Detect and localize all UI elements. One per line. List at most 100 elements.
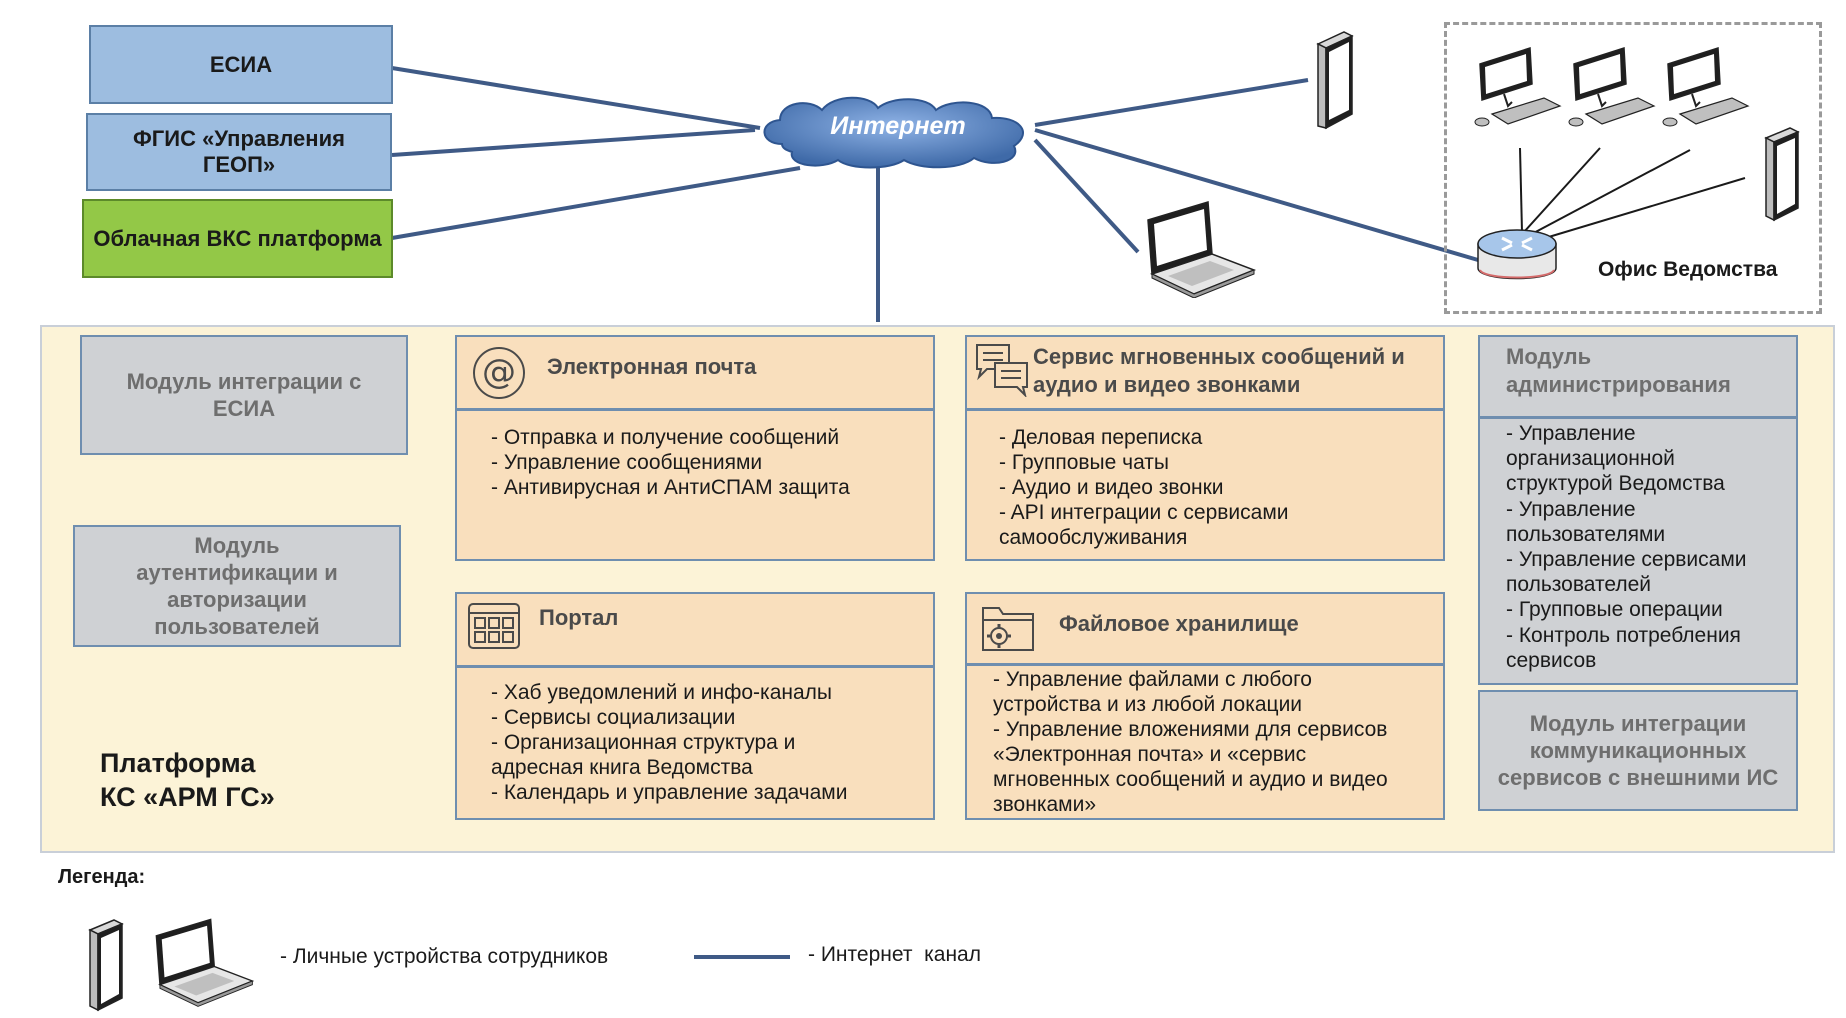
module-esia-label: Модуль интеграции с ЕСИА: [126, 369, 362, 421]
messenger-item: - Аудио и видео звонки: [999, 476, 1224, 499]
cloud-vks-box: Облачная ВКС платформа: [82, 199, 393, 278]
storage-title: Файловое хранилище: [1059, 611, 1299, 636]
svg-text:@: @: [482, 352, 516, 392]
module-auth: Модуль аутентификации и авторизации поль…: [73, 525, 401, 647]
admin-item: сервисов: [1506, 648, 1597, 672]
cloud-vks-label: Облачная ВКС платформа: [93, 225, 382, 251]
portal-items: - Хаб уведомлений и инфо-каналы - Сервис…: [491, 680, 847, 805]
messenger-header: Сервис мгновенных сообщений и аудио и ви…: [967, 337, 1443, 411]
computer-icon-2: [1568, 46, 1656, 127]
esia-box: ЕСИА: [89, 25, 393, 104]
module-admin: Модуль администрирования - Управление ор…: [1478, 335, 1798, 685]
admin-item: структурой Ведомства: [1506, 472, 1725, 496]
office-tablet-icon: [1764, 127, 1800, 222]
storage-header: Файловое хранилище: [967, 594, 1443, 666]
email-title: Электронная почта: [547, 354, 757, 379]
storage-item: устройства и из любой локации: [993, 693, 1303, 716]
legend-internet-text: - Интернет канал: [808, 943, 981, 966]
platform-label-line2: КС «АРМ ГС»: [100, 782, 275, 812]
line-fgis: [391, 128, 756, 157]
line-laptop: [1033, 138, 1140, 254]
messenger-title: Сервис мгновенных сообщений и аудио и ви…: [1033, 343, 1405, 399]
computer-icon-1: [1474, 46, 1562, 127]
platform-label-line1: Платформа: [100, 748, 256, 778]
internet-cloud-icon: [763, 96, 1024, 169]
portal-title: Портал: [539, 605, 619, 630]
platform-label: Платформа КС «АРМ ГС»: [100, 746, 275, 814]
line-tablet: [1034, 78, 1309, 127]
admin-item: организационной: [1506, 447, 1675, 471]
storage-item: мгновенных сообщений и аудио и видео: [993, 768, 1388, 791]
admin-item: - Управление сервисами: [1506, 548, 1747, 572]
email-header: @ Электронная почта: [457, 337, 933, 411]
portal-header: Портал: [457, 594, 933, 668]
storage-item: - Управление файлами с любого: [993, 668, 1312, 691]
messenger-item: - API интеграции с сервисами: [999, 501, 1289, 524]
admin-title-line2: администрирования: [1506, 372, 1731, 397]
office-link-pc3: [1527, 149, 1691, 237]
service-email: @ Электронная почта - Отправка и получен…: [455, 335, 935, 561]
admin-title: Модуль администрирования: [1506, 343, 1731, 399]
messenger-items: - Деловая переписка - Групповые чаты - А…: [999, 425, 1289, 550]
computer-icon-3: [1662, 46, 1750, 127]
folder-gear-icon: [982, 607, 1034, 651]
office-computers: [1474, 46, 1750, 127]
messenger-title-line2: аудио и видео звонками: [1033, 372, 1301, 397]
storage-item: звонками»: [993, 793, 1097, 816]
portal-item: - Хаб уведомлений и инфо-каналы: [491, 681, 833, 704]
office-link-pc2: [1523, 147, 1601, 233]
line-office: [1034, 128, 1479, 262]
module-comm: Модуль интеграции коммуникационных серви…: [1478, 690, 1798, 811]
service-messenger: Сервис мгновенных сообщений и аудио и ви…: [965, 335, 1445, 561]
router-icon: [1477, 229, 1557, 280]
office-region: [1444, 22, 1822, 314]
admin-title-line1: Модуль: [1506, 344, 1592, 369]
legend-title: Легенда:: [58, 866, 146, 888]
admin-item: - Групповые операции: [1506, 598, 1723, 622]
admin-item: пользователей: [1506, 573, 1652, 597]
admin-item: - Управление: [1506, 497, 1636, 521]
storage-item: «Электронная почта» и «сервис: [993, 743, 1307, 766]
storage-items: - Управление файлами с любого устройства…: [993, 667, 1388, 817]
admin-item: - Управление: [1506, 422, 1636, 445]
line-vks: [391, 166, 801, 240]
messenger-item: - Деловая переписка: [999, 426, 1203, 449]
legend-tablet-icon: [88, 919, 124, 1012]
portal-item: - Организационная структура и: [491, 731, 796, 754]
admin-item: пользователями: [1506, 522, 1666, 546]
portal-item: - Календарь и управление задачами: [491, 781, 848, 804]
module-auth-label: Модуль аутентификации и авторизации поль…: [136, 533, 338, 639]
service-portal: Портал - Хаб уведомлений и инфо-каналы -…: [455, 592, 935, 820]
office-link-pc1: [1519, 147, 1523, 233]
email-at-icon: @: [473, 347, 525, 399]
admin-item: - Контроль потребления: [1506, 623, 1741, 647]
laptop-icon: [1147, 201, 1257, 298]
email-item: - Антивирусная и АнтиСПАМ защита: [491, 476, 850, 499]
fgis-label: ФГИС «Управления ГЕОП»: [133, 126, 345, 177]
fgis-box: ФГИС «Управления ГЕОП»: [86, 113, 392, 191]
legend-laptop-icon: [155, 918, 255, 1007]
messenger-title-line1: Сервис мгновенных сообщений и: [1033, 344, 1405, 369]
email-item: - Управление сообщениями: [491, 451, 763, 474]
messenger-item: самообслуживания: [999, 526, 1188, 549]
legend-devices-text: - Личные устройства сотрудников: [280, 945, 609, 968]
office-label: Офис Ведомства: [1598, 258, 1778, 281]
storage-item: - Управление вложениями для сервисов: [993, 718, 1388, 741]
portal-grid-icon: [468, 603, 520, 649]
tablet-icon: [1316, 31, 1354, 130]
portal-item: адресная книга Ведомства: [491, 756, 753, 779]
office-link-tablet: [1531, 177, 1746, 243]
portal-item: - Сервисы социализации: [491, 706, 736, 729]
chat-bubbles-icon: [976, 344, 1028, 397]
email-items: - Отправка и получение сообщений - Управ…: [491, 425, 850, 500]
service-storage: Файловое хранилище - Управление файлами …: [965, 592, 1445, 820]
internet-label: Интернет: [830, 112, 966, 140]
line-esia: [391, 66, 761, 130]
email-item: - Отправка и получение сообщений: [491, 426, 840, 449]
module-esia: Модуль интеграции с ЕСИА: [80, 335, 408, 455]
admin-items: - Управление организационной структурой …: [1506, 421, 1747, 673]
module-comm-label: Модуль интеграции коммуникационных серви…: [1497, 711, 1779, 790]
legend-line-sample: [694, 955, 790, 959]
esia-label: ЕСИА: [209, 51, 273, 77]
